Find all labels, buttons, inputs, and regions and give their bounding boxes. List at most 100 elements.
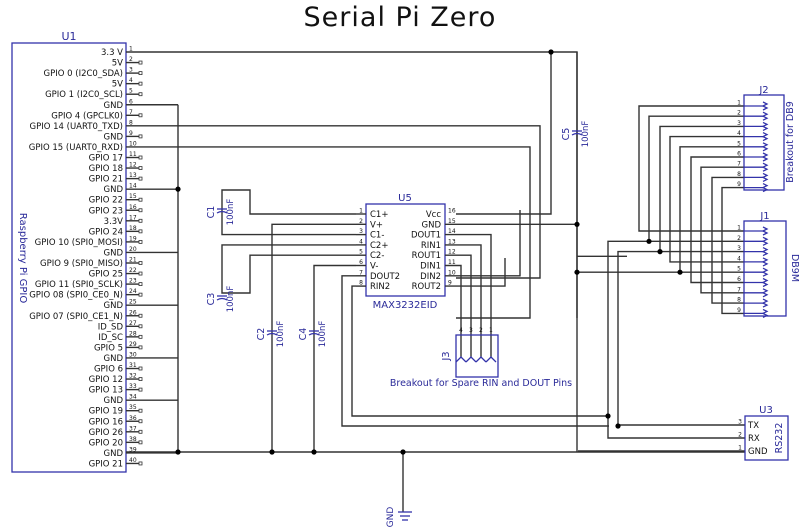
wire: [607, 240, 745, 439]
u5-pin-label: Vcc: [426, 210, 441, 220]
u1-pin-number: 20: [129, 246, 137, 253]
wire: [445, 264, 462, 357]
u1-pin-label: GND: [104, 132, 124, 142]
no-connect-marker: [138, 229, 143, 234]
u5-pin-number: 8: [359, 280, 363, 287]
u3-name: RS232: [774, 423, 785, 454]
wire: [313, 264, 356, 452]
connector-contact: [761, 308, 769, 318]
u1-pin-label: GPIO 25: [89, 270, 123, 280]
j1-pin-number: 7: [737, 286, 741, 293]
no-connect-marker: [138, 334, 143, 339]
junction-dot: [574, 269, 580, 275]
connector-contact: [761, 111, 769, 121]
junction-dot: [175, 449, 181, 455]
u1-body: [11, 42, 127, 473]
wire: [351, 285, 609, 417]
u1-pin-label: GPIO 15 (UART0_RXD): [29, 143, 123, 153]
u1-pin-label: 3.3 V: [101, 48, 123, 58]
u1-pin-label: 5V: [112, 80, 123, 90]
u1-pin-label: GPIO 9 (SPI0_MISO): [40, 259, 123, 269]
cap-value: 100nF: [318, 321, 328, 348]
wire: [659, 125, 744, 253]
u1-pin-number: 21: [129, 257, 137, 264]
wire: [271, 223, 356, 452]
wire: [721, 186, 744, 315]
cap-ref: C3: [206, 293, 217, 306]
j3-spare-breakout[interactable]: J3 Breakout for Spare RIN and DOUT Pins …: [390, 327, 572, 389]
wires: [126, 51, 745, 454]
u5-pin-label: V-: [370, 262, 378, 272]
u1-pin-label: GPIO 12: [89, 375, 123, 385]
connector-contact: [761, 162, 769, 172]
no-connect-marker: [138, 429, 143, 434]
u1-pin-label: GPIO 24: [89, 227, 123, 237]
no-connect-marker: [138, 366, 143, 371]
u5-pin-label: DIN1: [420, 262, 441, 272]
u1-pin-label: GPIO 07 (SPI0_CE1_N): [29, 312, 123, 322]
cap-value: 100nF: [226, 199, 236, 226]
j3-caption: Breakout for Spare RIN and DOUT Pins: [390, 378, 572, 389]
u1-pin-label: GND: [104, 248, 124, 258]
u5-max3232[interactable]: U5 MAX3232EID C1+1V+2C1-3C2+4C2-5V-6DOUT…: [356, 193, 456, 311]
wire: [617, 250, 745, 426]
u5-pin-label: RIN2: [370, 282, 390, 292]
junction-dot: [175, 186, 181, 192]
no-connect-marker: [138, 440, 143, 445]
u5-pin-number: 4: [359, 238, 363, 245]
junction-dot: [400, 449, 406, 455]
no-connect-marker: [138, 292, 143, 297]
cap-value: 100nF: [581, 121, 591, 148]
connector-contact: [761, 226, 769, 236]
cap-plate-curved: [216, 210, 228, 214]
connector-contact: [761, 247, 769, 257]
u1-pin-number: 31: [129, 362, 137, 369]
u1-pin-number: 24: [129, 288, 137, 295]
connector-contact: [761, 236, 769, 246]
u1-pin-label: ID_SD: [98, 322, 124, 332]
u1-pin-label: GND: [104, 301, 124, 311]
u1-pin-label: ID_SC: [98, 333, 123, 343]
j3-pin-number: 2: [479, 327, 483, 334]
junction-dot: [548, 49, 554, 55]
u1-pin-label: GPIO 11 (SPI0_SCLK): [35, 280, 123, 290]
no-connect-marker: [138, 166, 143, 170]
u1-pin-number: 34: [129, 394, 137, 401]
u1-pin-label: GPIO 6: [94, 365, 123, 375]
u3-pin-number: 1: [738, 445, 742, 452]
u1-pin-label: GPIO 26: [89, 428, 123, 438]
u5-pin-number: 9: [448, 280, 452, 287]
connector-contact: [761, 172, 769, 182]
wire: [445, 244, 482, 357]
ground-symbol: GND: [386, 452, 412, 527]
connector-contact: [761, 121, 769, 131]
u1-pin-number: 15: [129, 193, 137, 200]
u1-pin-label: GND: [104, 396, 124, 406]
u1-pin-label: GND: [104, 185, 124, 195]
u5-pin-number: 7: [359, 269, 363, 276]
no-connect-marker: [138, 60, 143, 65]
wire: [690, 156, 744, 284]
j2-pin-number: 7: [737, 161, 741, 168]
no-connect-marker: [138, 345, 143, 350]
no-connect-marker: [138, 113, 143, 118]
j2-body: [743, 94, 785, 191]
connector-contact: [761, 277, 769, 288]
u1-pin-number: 29: [129, 341, 137, 348]
j2-pin-number: 9: [737, 181, 741, 188]
